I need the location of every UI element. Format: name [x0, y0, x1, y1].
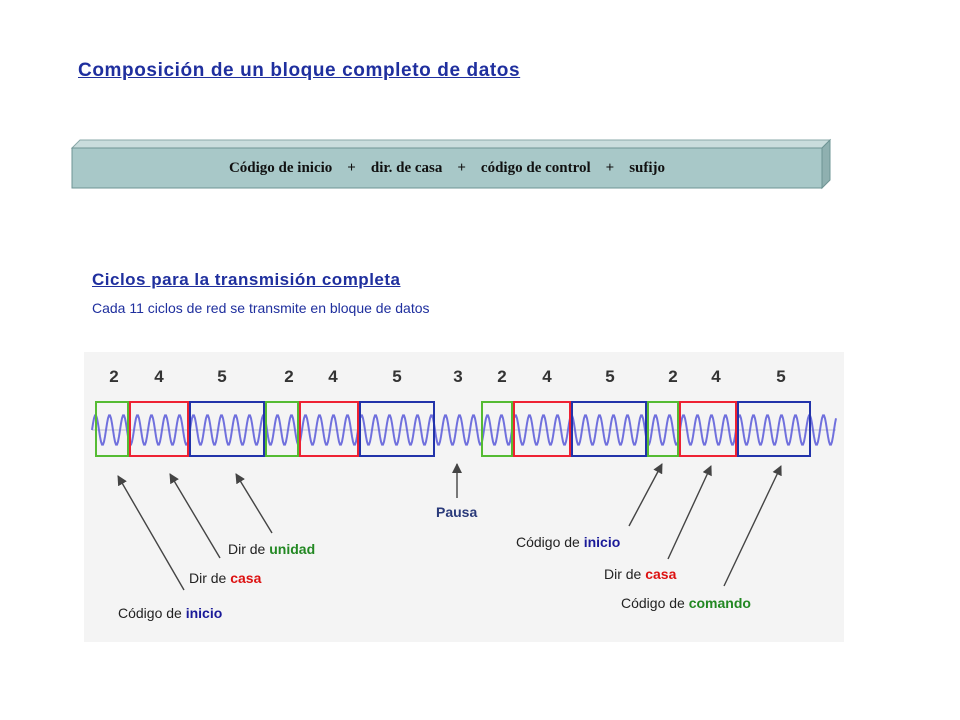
arrow-dir-unidad-left — [235, 473, 273, 534]
cycle-number: 4 — [711, 367, 721, 386]
cycle-number: 2 — [109, 367, 118, 386]
cycle-number: 2 — [668, 367, 677, 386]
label-emph: inicio — [584, 534, 621, 550]
cycle-number: 2 — [284, 367, 293, 386]
label-codigo-inicio-left: Código de inicio — [118, 605, 222, 621]
box-start-code-1 — [95, 401, 129, 457]
box-house-code-4 — [679, 401, 737, 457]
arrow-codigo-inicio-right — [628, 463, 663, 527]
label-dir-casa-right: Dir de casa — [604, 566, 677, 582]
cycle-number: 5 — [217, 367, 226, 386]
ac-wave — [91, 414, 837, 446]
label-emph: unidad — [269, 541, 315, 557]
segment-boxes — [95, 401, 811, 457]
cycle-numbers: 2 4 5 2 4 5 3 2 4 5 2 4 5 — [109, 367, 785, 386]
cycle-number: 4 — [328, 367, 338, 386]
arrow-codigo-comando-right — [723, 465, 782, 587]
label-codigo-comando-right: Código de comando — [621, 595, 751, 611]
box-start-code-2 — [265, 401, 299, 457]
arrow-dir-casa-left — [169, 473, 221, 559]
label-dir-unidad-left: Dir de unidad — [228, 541, 315, 557]
label-emph: inicio — [186, 605, 223, 621]
bar-right-face — [821, 138, 831, 190]
label-prefix: Código de — [118, 605, 186, 621]
cycle-number: 2 — [497, 367, 506, 386]
cycle-number: 5 — [605, 367, 614, 386]
label-emph: casa — [645, 566, 676, 582]
label-prefix: Dir de — [228, 541, 269, 557]
arrow-codigo-inicio-left — [117, 475, 185, 591]
cycles-title: Ciclos para la transmisión completa — [92, 270, 401, 289]
bar-front-face — [71, 147, 823, 189]
block-composition-bar: Código de inicio + dir. de casa + código… — [70, 138, 832, 190]
box-house-code-1 — [129, 401, 189, 457]
arrow-dir-casa-right — [667, 465, 712, 560]
diagram-background — [84, 352, 844, 642]
box-unit-code-3 — [571, 401, 647, 457]
page-title: Composición de un bloque completo de dat… — [78, 60, 521, 81]
label-emph: comando — [689, 595, 751, 611]
label-dir-casa-left: Dir de casa — [189, 570, 262, 586]
bar-top-face — [70, 139, 832, 149]
label-codigo-inicio-right: Código de inicio — [516, 534, 620, 550]
cycle-number: 3 — [453, 367, 462, 386]
label-prefix: Dir de — [189, 570, 230, 586]
box-unit-code-1 — [189, 401, 265, 457]
label-prefix: Dir de — [604, 566, 645, 582]
cycle-number: 4 — [542, 367, 552, 386]
label-pausa: Pausa — [436, 504, 477, 520]
cycle-number: 5 — [776, 367, 785, 386]
label-prefix: Código de — [621, 595, 689, 611]
box-command-code-4 — [737, 401, 811, 457]
box-start-code-3 — [481, 401, 513, 457]
bar-text: Código de inicio + dir. de casa + código… — [229, 160, 665, 176]
box-house-code-2 — [299, 401, 359, 457]
cycle-number: 5 — [392, 367, 401, 386]
box-house-code-3 — [513, 401, 571, 457]
cycles-subtitle: Cada 11 ciclos de red se transmite en bl… — [92, 300, 430, 316]
label-prefix: Código de — [516, 534, 584, 550]
box-start-code-4 — [647, 401, 679, 457]
label-emph: casa — [230, 570, 261, 586]
cycle-number: 4 — [154, 367, 164, 386]
box-function-code-2 — [359, 401, 435, 457]
